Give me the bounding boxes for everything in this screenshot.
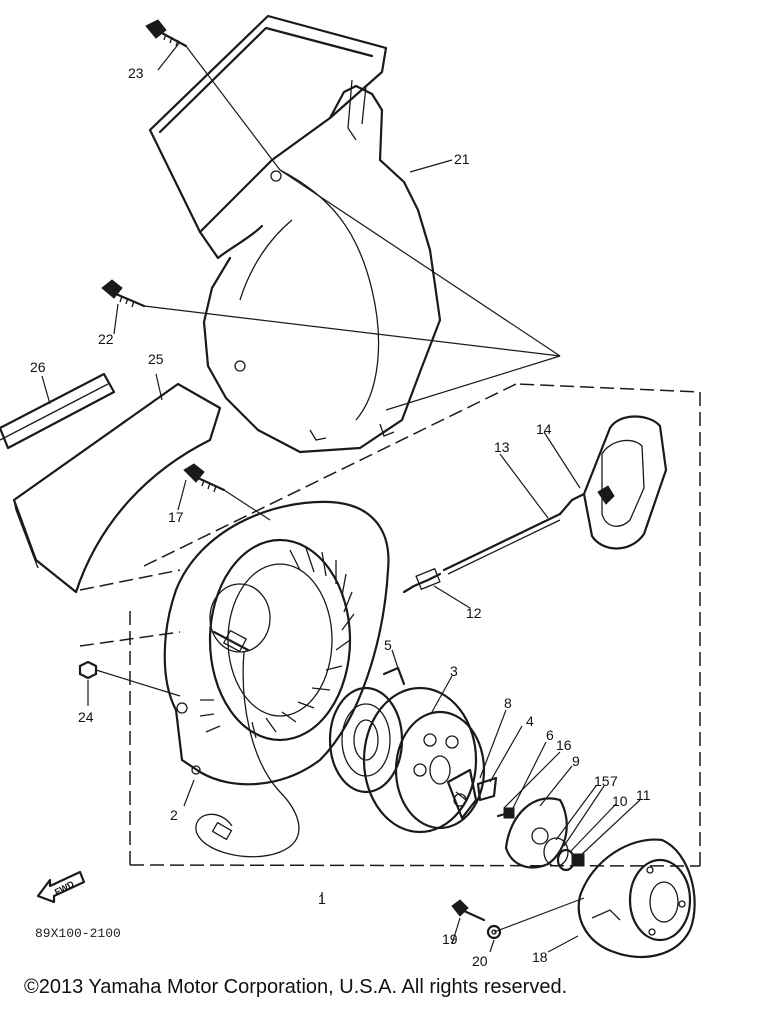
- copyright-notice: ©2013 Yamaha Motor Corporation, U.S.A. A…: [24, 976, 568, 998]
- callout-6: 6: [546, 727, 554, 743]
- callout-19: 19: [442, 931, 458, 947]
- bolt-part-19: [451, 899, 486, 922]
- callout-12: 12: [466, 605, 482, 621]
- connector-part-12: [402, 567, 442, 594]
- drawing-code: 89X100-2100: [35, 926, 121, 941]
- callout-2: 2: [170, 807, 178, 823]
- spring-part-15: [543, 837, 569, 867]
- callout-15: 15: [594, 773, 610, 789]
- nut-part-24: [78, 660, 98, 680]
- ratchet-part-4: [476, 776, 498, 802]
- handle-part-14: [558, 415, 668, 550]
- callout-17: 17: [168, 509, 184, 525]
- rope-part-13: [442, 512, 562, 575]
- shroud-part-21: [148, 14, 442, 454]
- assembly-boundary: [79, 383, 701, 867]
- callout-22: 22: [98, 331, 114, 347]
- fwd-arrow: [36, 870, 86, 904]
- callout-26: 26: [30, 359, 46, 375]
- screw-part-16: [496, 807, 515, 819]
- callout-24: 24: [78, 709, 94, 725]
- callout-20: 20: [472, 953, 488, 969]
- bolt-part-17: [183, 463, 226, 493]
- callout-21: 21: [454, 151, 470, 167]
- cover-part-18: [577, 838, 696, 959]
- callout-11: 11: [636, 787, 651, 803]
- pad-part-25: [12, 382, 222, 594]
- pawl-part-8: [446, 768, 478, 820]
- starter-rope: [195, 651, 300, 858]
- callout-18: 18: [532, 949, 548, 965]
- callout-3: 3: [450, 663, 458, 679]
- callout-16: 16: [556, 737, 572, 753]
- callout-8: 8: [504, 695, 512, 711]
- reel-part-3: [362, 686, 486, 834]
- washer-part-20: [486, 924, 502, 940]
- bolt-part-23: [145, 19, 188, 48]
- callout-1: 1: [318, 891, 326, 907]
- callout-23: 23: [128, 65, 144, 81]
- starter-housing-part-2: [163, 500, 390, 786]
- callout-5: 5: [384, 637, 392, 653]
- callout-4: 4: [526, 713, 534, 729]
- callout-25: 25: [148, 351, 164, 367]
- nut-part-11: [571, 853, 585, 867]
- strip-part-26: [0, 372, 116, 450]
- callout-10: 10: [612, 793, 628, 809]
- callout-9: 9: [572, 753, 580, 769]
- callout-14: 14: [536, 421, 552, 437]
- leader-lines: [41, 41, 641, 953]
- callout-7: 7: [610, 773, 618, 789]
- callout-13: 13: [494, 439, 510, 455]
- bolt-part-22: [101, 279, 146, 308]
